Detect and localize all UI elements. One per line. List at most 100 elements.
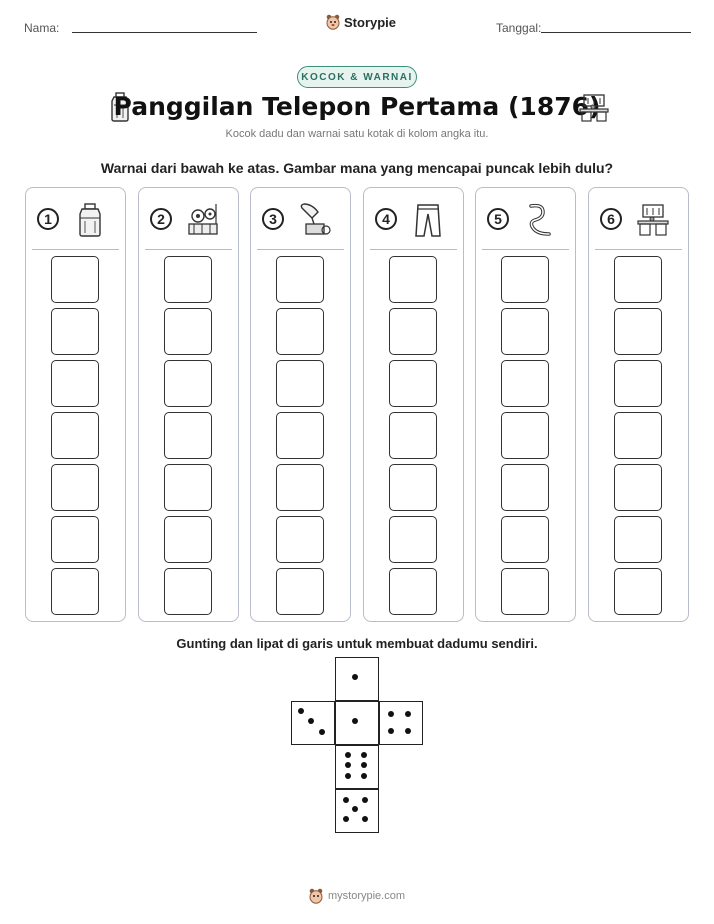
color-box[interactable]: [501, 464, 549, 511]
color-box[interactable]: [164, 568, 212, 615]
bottle-icon: [79, 203, 101, 237]
color-box[interactable]: [389, 464, 437, 511]
color-box[interactable]: [164, 516, 212, 563]
race-column-3: 3: [250, 187, 351, 622]
color-box[interactable]: [501, 516, 549, 563]
die-pip: [405, 728, 411, 734]
die-pip: [308, 718, 314, 724]
race-column-6: 6: [588, 187, 689, 622]
color-box[interactable]: [164, 412, 212, 459]
color-box[interactable]: [276, 464, 324, 511]
column-number: 5: [487, 208, 509, 230]
color-box[interactable]: [614, 516, 662, 563]
column-number: 4: [375, 208, 397, 230]
date-label: Tanggal:: [496, 21, 542, 35]
die-face-1: [335, 701, 379, 745]
color-box[interactable]: [614, 256, 662, 303]
die-pip: [352, 718, 358, 724]
brand-logo: Storypie: [326, 14, 396, 30]
color-box[interactable]: [51, 516, 99, 563]
color-box[interactable]: [614, 464, 662, 511]
column-number: 3: [262, 208, 284, 230]
color-box[interactable]: [389, 256, 437, 303]
color-box[interactable]: [389, 412, 437, 459]
die-pip: [345, 752, 351, 758]
column-divider: [32, 249, 119, 250]
color-box[interactable]: [614, 412, 662, 459]
color-box[interactable]: [276, 256, 324, 303]
die-pip: [319, 729, 325, 735]
color-box[interactable]: [164, 256, 212, 303]
die-pip: [388, 711, 394, 717]
color-box[interactable]: [614, 308, 662, 355]
color-box[interactable]: [276, 516, 324, 563]
color-box[interactable]: [164, 464, 212, 511]
column-divider: [370, 249, 457, 250]
die-face-1: [335, 657, 379, 701]
footer: mystorypie.com: [0, 888, 714, 904]
color-box[interactable]: [164, 360, 212, 407]
color-box[interactable]: [389, 568, 437, 615]
color-box[interactable]: [276, 360, 324, 407]
footer-url[interactable]: mystorypie.com: [327, 890, 406, 902]
color-box[interactable]: [389, 360, 437, 407]
color-box[interactable]: [389, 308, 437, 355]
die-pip: [405, 711, 411, 717]
color-box[interactable]: [51, 308, 99, 355]
name-label: Nama:: [24, 21, 60, 35]
color-box[interactable]: [501, 568, 549, 615]
color-box[interactable]: [276, 412, 324, 459]
color-box[interactable]: [501, 256, 549, 303]
trousers-icon: [415, 204, 441, 237]
color-box[interactable]: [51, 464, 99, 511]
die-pip: [388, 728, 394, 734]
color-box[interactable]: [164, 308, 212, 355]
die-pip: [352, 806, 358, 812]
column-divider: [257, 249, 344, 250]
die-face-5: [335, 789, 379, 833]
color-box[interactable]: [51, 360, 99, 407]
die-face-4: [379, 701, 423, 745]
color-box[interactable]: [501, 360, 549, 407]
page-title: Panggilan Telepon Pertama (1876): [113, 92, 601, 121]
die-pip: [343, 816, 349, 822]
mascot-icon: [326, 14, 340, 30]
die-face-3: [291, 701, 335, 745]
die-pip: [361, 752, 367, 758]
color-box[interactable]: [51, 412, 99, 459]
die-pip: [361, 773, 367, 779]
gramophone-icon: [300, 203, 331, 235]
workbench-icon: [637, 204, 669, 236]
die-pip: [345, 773, 351, 779]
color-box[interactable]: [51, 256, 99, 303]
column-divider: [595, 249, 682, 250]
race-column-2: 2: [138, 187, 239, 622]
date-line[interactable]: [541, 32, 691, 33]
color-box[interactable]: [614, 568, 662, 615]
color-box[interactable]: [276, 568, 324, 615]
die-pip: [361, 762, 367, 768]
workbench-icon: [579, 94, 609, 122]
brand-name: Storypie: [344, 14, 397, 30]
wire-icon: [529, 203, 551, 236]
column-number: 1: [37, 208, 59, 230]
column-divider: [482, 249, 569, 250]
name-line[interactable]: [72, 32, 257, 33]
page-subtitle: Kocok dadu dan warnai satu kotak di kolo…: [225, 128, 489, 140]
column-number: 6: [600, 208, 622, 230]
color-box[interactable]: [614, 360, 662, 407]
color-box[interactable]: [276, 308, 324, 355]
color-box[interactable]: [501, 308, 549, 355]
activity-badge: KOCOK & WARNAI: [297, 66, 417, 88]
cut-instruction: Gunting dan lipat di garis untuk membuat…: [176, 636, 538, 651]
bottle-icon: [111, 92, 129, 122]
color-box[interactable]: [501, 412, 549, 459]
color-box[interactable]: [51, 568, 99, 615]
column-number: 2: [150, 208, 172, 230]
color-box[interactable]: [389, 516, 437, 563]
die-pip: [298, 708, 304, 714]
race-column-1: 1: [25, 187, 126, 622]
instruction-text: Warnai dari bawah ke atas. Gambar mana y…: [100, 160, 614, 176]
race-column-5: 5: [475, 187, 576, 622]
die-pip: [362, 816, 368, 822]
